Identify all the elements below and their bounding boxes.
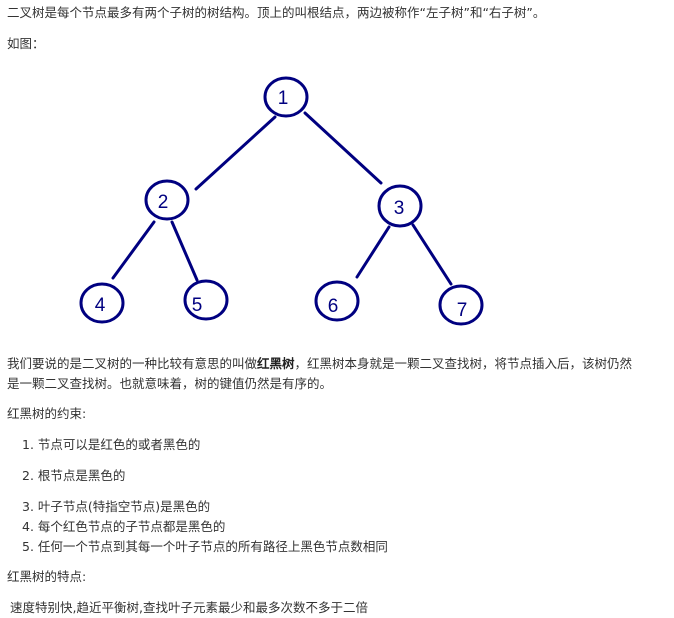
tree-node-2-label: 2 — [158, 192, 169, 213]
tree-node-7 — [438, 284, 484, 326]
tree-node-6 — [314, 280, 360, 322]
tree-node-2 — [144, 179, 190, 221]
constraint-item: 4. 每个红色节点的子节点都是黑色的 — [22, 519, 226, 534]
tree-node-3 — [377, 184, 423, 228]
features-text: 速度特别快,趋近平衡树,查找叶子元素最少和最多次数不多于二倍 — [10, 600, 368, 615]
tree-node-1 — [263, 76, 309, 118]
tree-node-4-label: 4 — [95, 295, 106, 316]
rbt-paragraph-text-2: ，红黑树本身就是一颗二叉查找树，将节点插入后，该树仍然 — [294, 356, 633, 371]
constraint-item: 2. 根节点是黑色的 — [22, 468, 126, 483]
tree-node-4 — [79, 282, 125, 324]
tree-edge-1-2 — [194, 115, 277, 191]
binary-tree-diagram: 1 2 3 4 5 6 7 — [79, 76, 484, 326]
figure-label: 如图： — [7, 36, 45, 51]
tree-node-1-label: 1 — [278, 88, 289, 109]
tree-node-6-label: 6 — [328, 296, 339, 317]
constraint-item: 3. 叶子节点(特指空节点)是黑色的 — [22, 499, 211, 514]
tree-edge-2-5 — [170, 220, 199, 282]
tree-node-5-label: 5 — [192, 295, 203, 316]
tree-edge-1-3 — [303, 111, 383, 185]
features-heading: 红黑树的特点: — [7, 569, 87, 584]
tree-node-5 — [183, 279, 229, 321]
tree-node-7-label: 7 — [457, 300, 468, 321]
rbt-paragraph: 我们要说的是二叉树的一种比较有意思的叫做红黑树，红黑树本身就是一颗二叉查找树，将… — [7, 354, 667, 394]
constraint-item: 5. 任何一个节点到其每一个叶子节点的所有路径上黑色节点数相同 — [22, 539, 388, 554]
constraint-item: 1. 节点可以是红色的或者黑色的 — [22, 437, 201, 452]
tree-edge-2-4 — [111, 220, 156, 280]
rbt-term-bold: 红黑树 — [257, 356, 295, 371]
tree-node-3-label: 3 — [394, 198, 405, 219]
tree-edge-3-7 — [411, 223, 453, 286]
rbt-paragraph-text-1: 我们要说的是二叉树的一种比较有意思的叫做 — [7, 356, 258, 371]
intro-paragraph: 二叉树是每个节点最多有两个子树的树结构。顶上的叫根结点，两边被称作“左子树”和“… — [7, 5, 546, 20]
tree-edge-3-6 — [355, 225, 391, 279]
constraints-heading: 红黑树的约束: — [7, 406, 87, 421]
rbt-paragraph-line-2: 是一颗二叉查找树。也就意味着，树的键值仍然是有序的。 — [7, 376, 333, 391]
